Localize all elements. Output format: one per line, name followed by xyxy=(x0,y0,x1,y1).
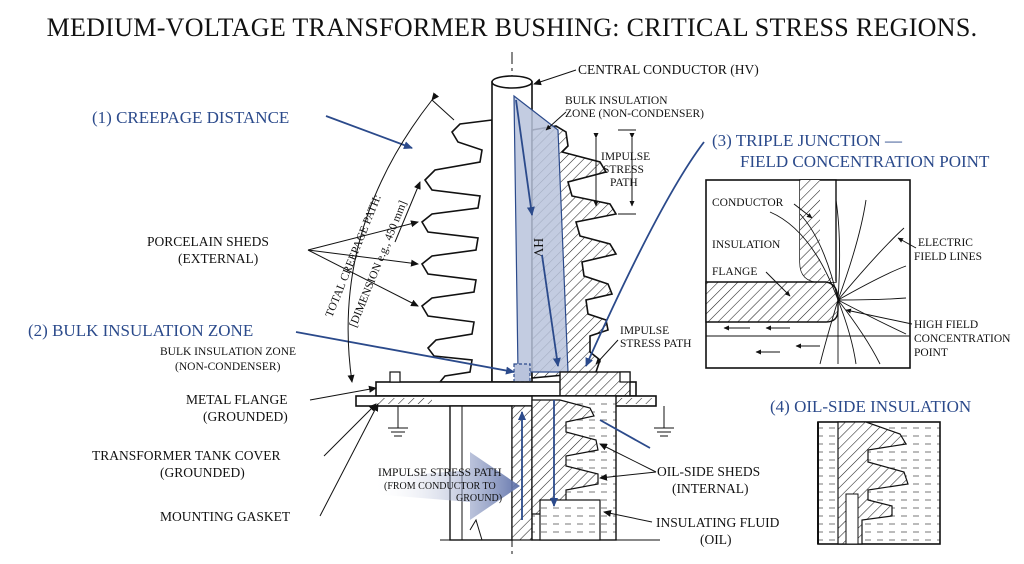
stress-arrow-upper xyxy=(515,99,535,216)
impulse-mid-label-1: IMPULSE xyxy=(620,325,669,337)
impulse-mid-label-2: STRESS PATH xyxy=(620,338,691,350)
leader-inset-conductor xyxy=(793,203,813,219)
callout-triple-2: FIELD CONCENTRATION POINT xyxy=(740,152,990,171)
fluid-label-2: (OIL) xyxy=(700,532,731,547)
bulk-small-label-2: (NON-CONDENSER) xyxy=(175,361,281,373)
triple-pointer xyxy=(585,141,705,367)
leader-oil-sheds-2 xyxy=(599,471,657,481)
leader-fluid xyxy=(603,510,653,523)
high-field-label-2: CONCENTRATION xyxy=(914,333,1011,345)
creepage-pointer xyxy=(325,115,413,149)
callout-triple-1: (3) TRIPLE JUNCTION — xyxy=(712,131,903,150)
leader-field xyxy=(897,237,917,249)
bulk-zone-box xyxy=(513,363,531,383)
porcelain-sheds xyxy=(420,119,493,383)
leader-high-field xyxy=(845,308,913,325)
porcelain-label-2: (EXTERNAL) xyxy=(178,251,258,266)
leader-oil-sheds-1 xyxy=(599,443,657,473)
tank-label-2: (GROUNDED) xyxy=(160,465,245,480)
field-lines-label-2: FIELD LINES xyxy=(914,251,982,263)
impulse-main-label: IMPULSE STRESS PATH xyxy=(378,467,502,479)
left-labels: (1) CREEPAGE DISTANCE PORCELAIN SHEDS (E… xyxy=(28,108,515,524)
leader-flange xyxy=(309,385,377,401)
high-field-label-3: POINT xyxy=(914,347,948,359)
bulk-small-label-1: BULK INSULATION ZONE xyxy=(160,346,296,358)
page-title: MEDIUM-VOLTAGE TRANSFORMER BUSHING: CRIT… xyxy=(47,13,978,42)
bulk-top-label-1: BULK INSULATION xyxy=(565,95,668,107)
ground-icon xyxy=(654,406,674,437)
stress-arrow-lower xyxy=(541,254,561,367)
oil-side-inset: (4) OIL-SIDE INSULATION xyxy=(770,397,971,545)
impulse-sub-label-2: GROUND) xyxy=(456,493,502,504)
leader-impulse-mid xyxy=(595,339,619,365)
ground-icon xyxy=(388,406,408,437)
inset-flange-label: FLANGE xyxy=(712,266,757,278)
flange-label-1: METAL FLANGE xyxy=(186,392,288,407)
fluid-label-1: INSULATING FLUID xyxy=(656,515,780,530)
callout-bulk: (2) BULK INSULATION ZONE xyxy=(28,321,253,340)
impulse-path-arrow xyxy=(372,452,520,520)
impulse-sub-label-1: (FROM CONDUCTOR TO xyxy=(384,481,496,492)
inset-conductor-label: CONDUCTOR xyxy=(712,197,784,209)
impulse-top-label-2: STRESS xyxy=(603,164,644,176)
bulk-top-label-2: ZONE (NON-CONDENSER) xyxy=(565,108,704,120)
gasket-label: MOUNTING GASKET xyxy=(160,509,291,524)
leader-conductor xyxy=(533,69,577,86)
porcelain-label-1: PORCELAIN SHEDS xyxy=(147,234,269,249)
oil-sheds-label-1: OIL-SIDE SHEDS xyxy=(657,464,760,479)
leader-gasket xyxy=(319,403,379,517)
leader-bulk-top xyxy=(545,111,567,131)
leader-tank xyxy=(323,403,377,457)
callout-creepage: (1) CREEPAGE DISTANCE xyxy=(92,108,289,127)
leader-shed-2 xyxy=(307,249,419,267)
bulk-pointer xyxy=(295,331,515,375)
central-conductor-label: CENTRAL CONDUCTOR (HV) xyxy=(578,62,759,77)
oil-pointer xyxy=(599,419,651,449)
impulse-top-label-3: PATH xyxy=(610,177,638,189)
tank-label-1: TRANSFORMER TANK COVER xyxy=(92,448,280,463)
hv-label: HV xyxy=(531,238,546,258)
leader-inset-flange xyxy=(765,271,791,297)
inset-insulation-label: INSULATION xyxy=(712,239,781,251)
right-labels: CENTRAL CONDUCTOR (HV) BULK INSULATION Z… xyxy=(533,62,990,547)
oil-sheds-label-2: (INTERNAL) xyxy=(672,481,748,496)
impulse-top-label-1: IMPULSE xyxy=(601,151,650,163)
field-lines-label-1: ELECTRIC xyxy=(918,237,973,249)
triple-junction-inset: CONDUCTOR INSULATION FLANGE ELECTRIC FIE… xyxy=(705,179,1011,369)
callout-oil-side: (4) OIL-SIDE INSULATION xyxy=(770,397,971,416)
flange-label-2: (GROUNDED) xyxy=(203,409,288,424)
high-field-label-1: HIGH FIELD xyxy=(914,319,978,331)
